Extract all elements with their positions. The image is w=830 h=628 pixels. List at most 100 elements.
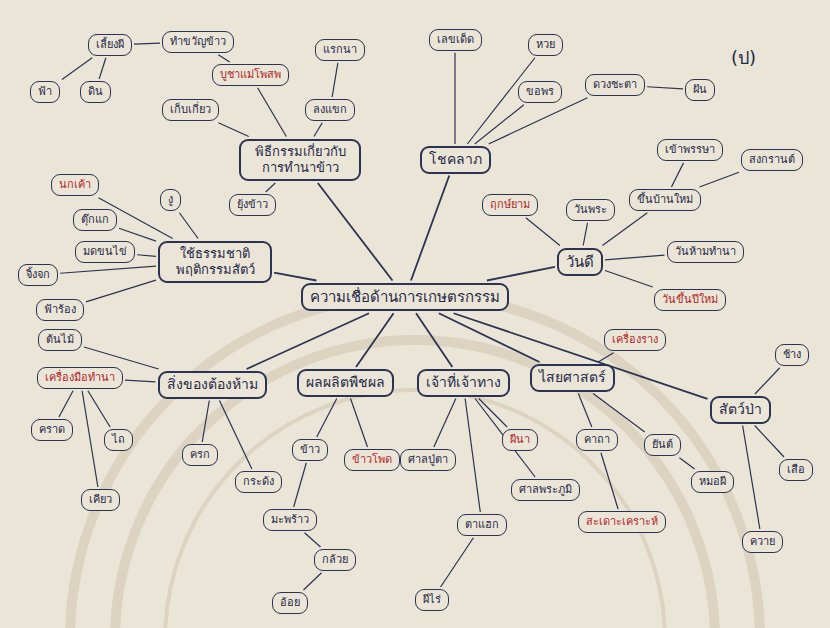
central-topic: ความเชื่อด้านการเกษตรกรรม — [301, 283, 509, 312]
connector-line — [679, 458, 694, 469]
connector-line — [266, 183, 276, 192]
leaf-box: สะเดาะเคราะห์ — [578, 511, 666, 533]
connector-line — [258, 88, 287, 137]
leaf-box: ยันต์ — [644, 434, 681, 456]
leaf-box: เก็บเกี่ยว — [162, 99, 219, 121]
branch-box: ใช้ธรรมชาติ พฤติกรรมสัตว์ — [158, 241, 272, 284]
connector-line — [583, 223, 587, 246]
connector-line — [88, 391, 110, 427]
leaf-box: นกเค้า — [51, 174, 99, 196]
connector-line — [593, 394, 645, 433]
connector-line — [60, 266, 156, 273]
leaf-box: หวย — [528, 34, 563, 56]
connector-line — [475, 105, 524, 144]
node-text: ใช้ธรรมชาติ พฤติกรรมสัตว์ — [166, 246, 264, 279]
connector-line — [314, 123, 322, 137]
connector-line — [489, 98, 588, 144]
branch-box: สัตว์ป่า — [710, 396, 771, 424]
node-text: สัตว์ป่า — [718, 401, 763, 419]
leaf-box: สงกรานต์ — [741, 149, 803, 171]
node-text: ยุ้งข้าว — [236, 198, 269, 212]
connector-layer — [59, 43, 784, 590]
connector-line — [59, 391, 73, 417]
node-text: ฟ้าร้อง — [43, 303, 77, 317]
node-text: เจ้าที่เจ้าทาง — [425, 374, 502, 392]
connector-line — [304, 533, 320, 547]
node-text: ช้าง — [782, 348, 802, 362]
node-text: ความเชื่อด้านการเกษตรกรรม — [309, 288, 501, 307]
node-text: วันขึ้นปีใหม่ — [661, 293, 719, 307]
node-text: มะพร้าว — [270, 513, 310, 527]
node-text: นกเค้า — [58, 178, 92, 192]
connector-line — [416, 313, 452, 367]
connector-line — [247, 313, 369, 369]
leaf-box: มดขนไข่ — [75, 241, 135, 263]
leaf-box: ขึ้นบ้านใหม่ — [629, 189, 701, 211]
branch-box: วันดี — [557, 248, 603, 277]
connector-line — [125, 380, 156, 382]
leaf-box: แรกนา — [315, 39, 365, 61]
connector-line — [441, 538, 474, 587]
leaf-box: วันขึ้นปีใหม่ — [654, 289, 726, 311]
node-text: ฟ้า — [37, 85, 53, 99]
connector-line — [465, 399, 480, 513]
node-text: ฝัน — [692, 83, 708, 97]
node-text: ข้าว — [299, 443, 321, 457]
connector-line — [356, 313, 394, 367]
node-text: ตาแฮก — [464, 518, 500, 532]
node-text: ผลผลิตพืชผล — [305, 374, 386, 392]
connector-line — [605, 255, 665, 260]
leaf-box: คาถา — [576, 429, 618, 451]
connector-line — [62, 58, 92, 80]
connector-line — [743, 426, 760, 530]
leaf-box: จิ้งจก — [18, 264, 58, 286]
leaf-box: เครื่องมือทำนา — [37, 367, 123, 389]
connector-line — [202, 401, 209, 443]
connector-line — [454, 53, 455, 144]
branch-box: ผลผลิตพืชผล — [297, 369, 394, 397]
leaf-box: บูชาแม่โพสพ — [212, 64, 289, 86]
node-text: พิธีกรรมเกี่ยวกับการทำนาข้าว — [247, 144, 353, 177]
connector-line — [99, 58, 106, 79]
connector-line — [219, 401, 251, 470]
leaf-box: คราด — [31, 419, 73, 441]
connector-line — [218, 55, 229, 62]
note-label: (ป) — [731, 43, 756, 72]
node-text: เครื่องราง — [611, 333, 659, 347]
node-text: ลงแขก — [312, 103, 348, 117]
leaf-box: ทำขวัญข้าว — [162, 31, 234, 53]
leaf-box: เคียว — [81, 489, 120, 511]
leaf-box: เครื่องราง — [604, 329, 666, 351]
node-text: ตุ๊กแก — [80, 213, 110, 227]
connector-line — [598, 353, 613, 362]
node-text: วันห้ามทำนา — [674, 245, 737, 259]
leaf-box: ลงแขก — [305, 99, 355, 121]
node-text: ไสยศาสตร์ — [538, 369, 607, 387]
node-text: ผีนา — [509, 433, 531, 447]
leaf-box: ดวงชะตา — [585, 74, 645, 96]
node-text: ควาย — [749, 535, 776, 549]
leaf-box: ฝัน — [685, 79, 715, 101]
branch-box: โชคลาภ — [420, 146, 491, 174]
node-text: กระด้ง — [242, 475, 275, 489]
leaf-box: ตาแฮก — [457, 514, 507, 536]
connector-line — [179, 213, 198, 239]
connector-line — [332, 63, 338, 97]
leaf-box: ตุ๊กแก — [73, 209, 117, 231]
connector-line — [411, 176, 449, 281]
node-text: เก็บเกี่ยว — [169, 103, 212, 117]
branch-box: เจ้าที่เจ้าทาง — [417, 369, 510, 397]
node-text: งู — [167, 193, 174, 207]
connector-line — [671, 163, 683, 187]
node-text: ทำขวัญข้าว — [169, 35, 227, 49]
leaf-box: มะพร้าว — [263, 509, 317, 531]
connector-line — [86, 280, 156, 302]
node-text: ขอพร — [525, 85, 555, 99]
node-text: เข้าพรรษา — [664, 143, 716, 157]
branch-box: ไสยศาสตร์ — [530, 364, 615, 392]
node-text: หมอผี — [698, 475, 727, 489]
node-text: ยันต์ — [651, 438, 674, 452]
connector-line — [318, 183, 393, 281]
connector-line — [294, 463, 307, 507]
leaf-box: ข้าว — [292, 439, 328, 461]
